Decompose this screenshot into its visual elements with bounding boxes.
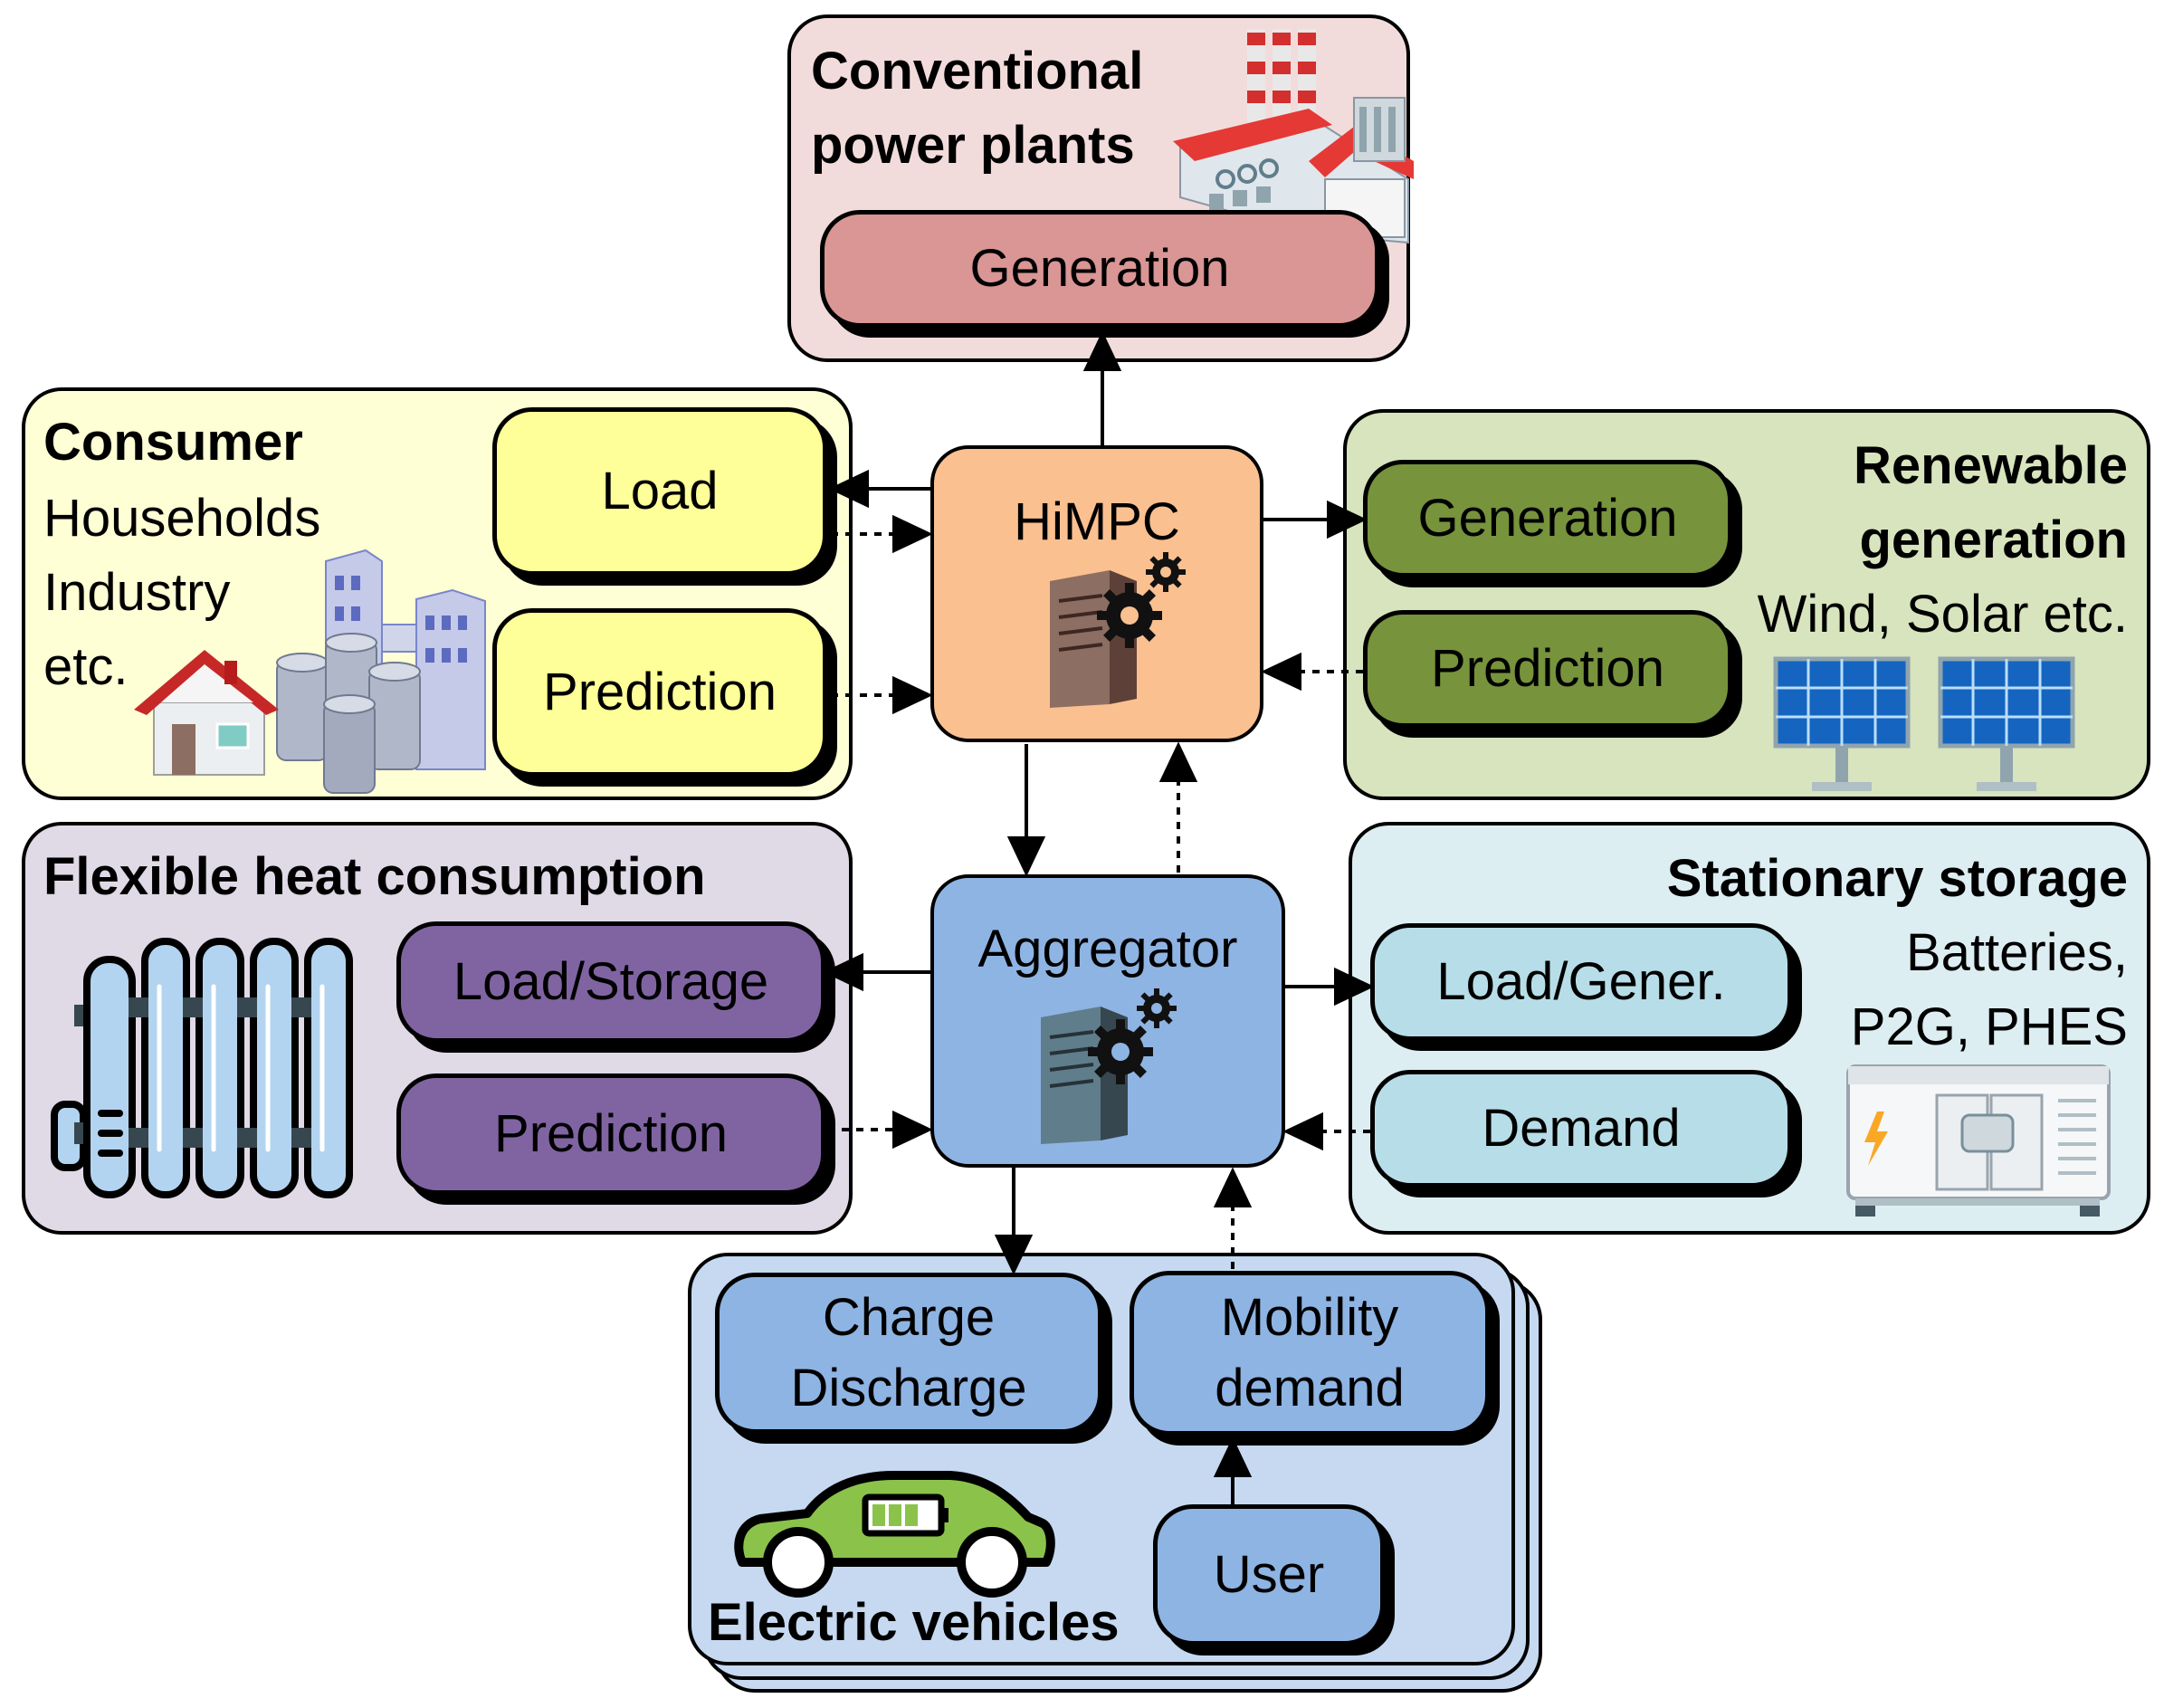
renewable-generation-box: Generation xyxy=(1363,460,1732,577)
arrow-himpc-to-renewable-generation xyxy=(1263,500,1368,539)
server-gear-icon xyxy=(1041,988,1177,1144)
arrowhead-storage-demand-to-aggregator xyxy=(1282,1112,1323,1151)
consumer-line-households: Households xyxy=(43,489,321,548)
consumer-line-industry: Industry xyxy=(43,563,231,622)
arrowhead-ev-mobility-to-aggregator xyxy=(1213,1167,1253,1207)
solar-panel-2 xyxy=(1938,656,2075,791)
consumer-load-box: Load xyxy=(492,407,827,576)
ev-discharge-label: Discharge xyxy=(790,1359,1027,1417)
ev-mobility-demand-box: Mobility demand xyxy=(1130,1271,1490,1436)
ev-charge-discharge-box: Charge Discharge xyxy=(715,1273,1102,1434)
industry-buildings xyxy=(276,549,486,794)
arrow-aggregator-to-heat-load-storage xyxy=(823,952,930,992)
arrowhead-heat-prediction-to-aggregator xyxy=(892,1110,933,1150)
conventional-title-line2: power plants xyxy=(811,116,1135,175)
arrow-aggregator-to-ev-charge xyxy=(994,1168,1034,1275)
ev-charge-label: Charge xyxy=(822,1287,996,1347)
ev-title: Electric vehicles xyxy=(708,1593,1120,1652)
radiator-icon xyxy=(51,938,353,1198)
conventional-generation-box: Generation xyxy=(820,210,1379,328)
heat-title: Flexible heat consumption xyxy=(43,847,706,906)
renewable-title-line1: Renewable xyxy=(1854,436,2128,495)
heat-prediction-box: Prediction xyxy=(396,1073,825,1195)
storage-line-batteries: Batteries, xyxy=(1906,923,2128,982)
arrow-himpc-to-consumer-load xyxy=(828,469,930,509)
arrowhead-consumer-prediction-to-himpc xyxy=(892,675,933,715)
conventional-title-line1: Conventional xyxy=(811,42,1144,100)
arrow-himpc-to-conventional-generation xyxy=(1082,330,1122,445)
house-industry-icon xyxy=(134,549,486,794)
arrowhead-aggregator-to-himpc xyxy=(1158,741,1198,782)
consumer-title: Consumer xyxy=(43,413,303,472)
consumer-line-etc: etc. xyxy=(43,637,129,696)
battery-storage-unit-icon xyxy=(1846,1064,2111,1217)
storage-load-gen-box: Load/Gener. xyxy=(1370,923,1792,1041)
arrowhead-consumer-load-to-himpc xyxy=(892,514,933,554)
storage-line-p2g-phes: P2G, PHES xyxy=(1850,997,2128,1056)
solar-panel-1 xyxy=(1773,656,1911,791)
server-gear-icon xyxy=(1050,552,1186,708)
arrow-himpc-to-aggregator xyxy=(1006,744,1046,877)
ev-mobility-label: Mobility xyxy=(1220,1287,1399,1347)
renewable-prediction-box: Prediction xyxy=(1363,610,1732,728)
aggregator-label: Aggregator xyxy=(977,920,1238,978)
factory-icon xyxy=(1173,29,1414,244)
renewable-subtitle: Wind, Solar etc. xyxy=(1757,585,2128,644)
house xyxy=(134,650,279,776)
storage-title: Stationary storage xyxy=(1666,849,2128,908)
electric-car-icon xyxy=(734,1471,1055,1598)
arrow-user-to-mobility-demand xyxy=(1213,1436,1253,1504)
ev-user-box: User xyxy=(1153,1504,1385,1646)
ev-demand-label: demand xyxy=(1215,1359,1405,1417)
himpc-label: HiMPC xyxy=(1014,492,1180,551)
arrowhead-renewable-prediction-to-himpc xyxy=(1261,652,1301,692)
heat-load-storage-box: Load/Storage xyxy=(396,921,825,1043)
arrow-aggregator-to-storage-load-gen xyxy=(1285,967,1375,1007)
renewable-title-line2: generation xyxy=(1859,510,2129,569)
solar-panels-icon xyxy=(1773,656,2075,791)
storage-demand-box: Demand xyxy=(1370,1070,1792,1188)
consumer-prediction-box: Prediction xyxy=(492,608,827,777)
